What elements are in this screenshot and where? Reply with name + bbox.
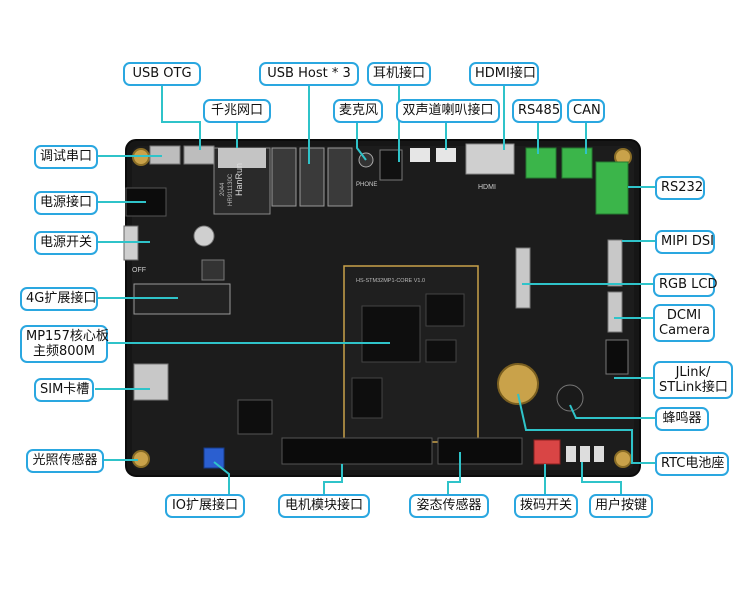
leader-line (447, 452, 461, 494)
label-speaker: 双声道喇叭接口 (396, 99, 500, 123)
jlink-header (605, 339, 629, 375)
motor-header (437, 437, 523, 465)
usb-host-port (271, 147, 297, 207)
usb-host-port (299, 147, 325, 207)
leader-lines (95, 84, 656, 494)
leader-line (323, 464, 343, 494)
dcmi-fpc (607, 291, 623, 333)
capacitor (193, 225, 215, 247)
jack-brand-text: HanRun (234, 163, 244, 196)
label-usb-host: USB Host * 3 (259, 62, 359, 86)
jack-code-text: HR911130C (228, 173, 234, 206)
leader-line (356, 121, 367, 161)
core-board-text: HS-STM32MP1-CORE V1.0 (356, 278, 425, 284)
label-motor: 电机模块接口 (278, 494, 370, 518)
label-gigabit: 千兆网口 (203, 99, 271, 123)
label-power-port: 电源接口 (34, 191, 98, 215)
label-can: CAN (567, 99, 605, 123)
label-rs232: RS232 (655, 176, 705, 200)
user-key-body (594, 446, 604, 462)
label-light: 光照传感器 (26, 449, 104, 473)
label-rs485: RS485 (512, 99, 562, 123)
label-dcmi-line1: DCMI (666, 308, 702, 323)
label-power-switch: 电源开关 (34, 231, 98, 255)
label-core-line1: MP157核心板 (26, 329, 109, 344)
4g-chip (237, 399, 273, 435)
buzzer-body (556, 384, 584, 412)
user-key-body (580, 446, 590, 462)
rgb-lcd-fpc (515, 247, 531, 309)
leader-line (581, 462, 622, 494)
dip-switch-body (533, 439, 561, 465)
user-key-body (566, 446, 576, 462)
label-debug-uart: 调试串口 (34, 145, 98, 169)
can-terminal (561, 147, 593, 179)
jack-date-text: 2044 (220, 182, 226, 196)
core-ram-chip (425, 293, 465, 327)
hdmi-board-text: HDMI (478, 184, 496, 191)
label-dcmi-line2: Camera (659, 323, 711, 338)
usb-host-port (327, 147, 353, 207)
leader-line (517, 393, 656, 464)
core-emmc-chip (351, 377, 383, 419)
label-core-line2: 主频800M (32, 344, 96, 359)
off-text: OFF (132, 267, 146, 274)
sim-slot (133, 363, 169, 401)
label-attitude: 姿态传感器 (409, 494, 489, 518)
blue-trimmer (203, 447, 225, 469)
label-jlink-line1: JLink/ (675, 365, 711, 380)
hdmi-connector (465, 143, 515, 175)
label-earphone: 耳机接口 (367, 62, 431, 86)
ethernet-jack-front (218, 148, 266, 168)
label-sim: SIM卡槽 (34, 378, 94, 402)
mipi-fpc (607, 239, 623, 287)
label-jlink-line2: STLink接口 (659, 380, 728, 395)
label-user-key: 用户按键 (589, 494, 653, 518)
io-header (281, 437, 433, 465)
label-hdmi: HDMI接口 (469, 62, 539, 86)
label-4g: 4G扩展接口 (20, 287, 98, 311)
earphone-jack (379, 149, 403, 181)
label-jlink: JLink/ STLink接口 (653, 361, 733, 399)
rs232-terminal (595, 161, 629, 215)
leader-line (161, 84, 201, 150)
label-rgb: RGB LCD (653, 273, 718, 297)
core-pmic-chip (425, 339, 457, 363)
leader-line (213, 461, 230, 494)
mounting-hole (614, 450, 632, 468)
label-dcmi: DCMI Camera (653, 304, 715, 342)
core-cpu-chip (361, 305, 421, 363)
label-usb-otg: USB OTG (123, 62, 201, 86)
inductor (201, 259, 225, 281)
rs485-terminal (525, 147, 557, 179)
label-buzzer: 蜂鸣器 (655, 407, 709, 431)
speaker-connector (436, 148, 456, 162)
label-rtc: RTC电池座 (655, 452, 729, 476)
label-mic: 麦克风 (333, 99, 383, 123)
rtc-battery (497, 363, 539, 405)
label-mipi: MIPI DSI (655, 230, 715, 254)
label-core-board: MP157核心板 主频800M (20, 325, 109, 363)
label-io: IO扩展接口 (165, 494, 245, 518)
speaker-connector (410, 148, 430, 162)
phone-text: PHONE (356, 182, 377, 188)
label-dip: 拨码开关 (514, 494, 578, 518)
leader-line (569, 404, 656, 419)
